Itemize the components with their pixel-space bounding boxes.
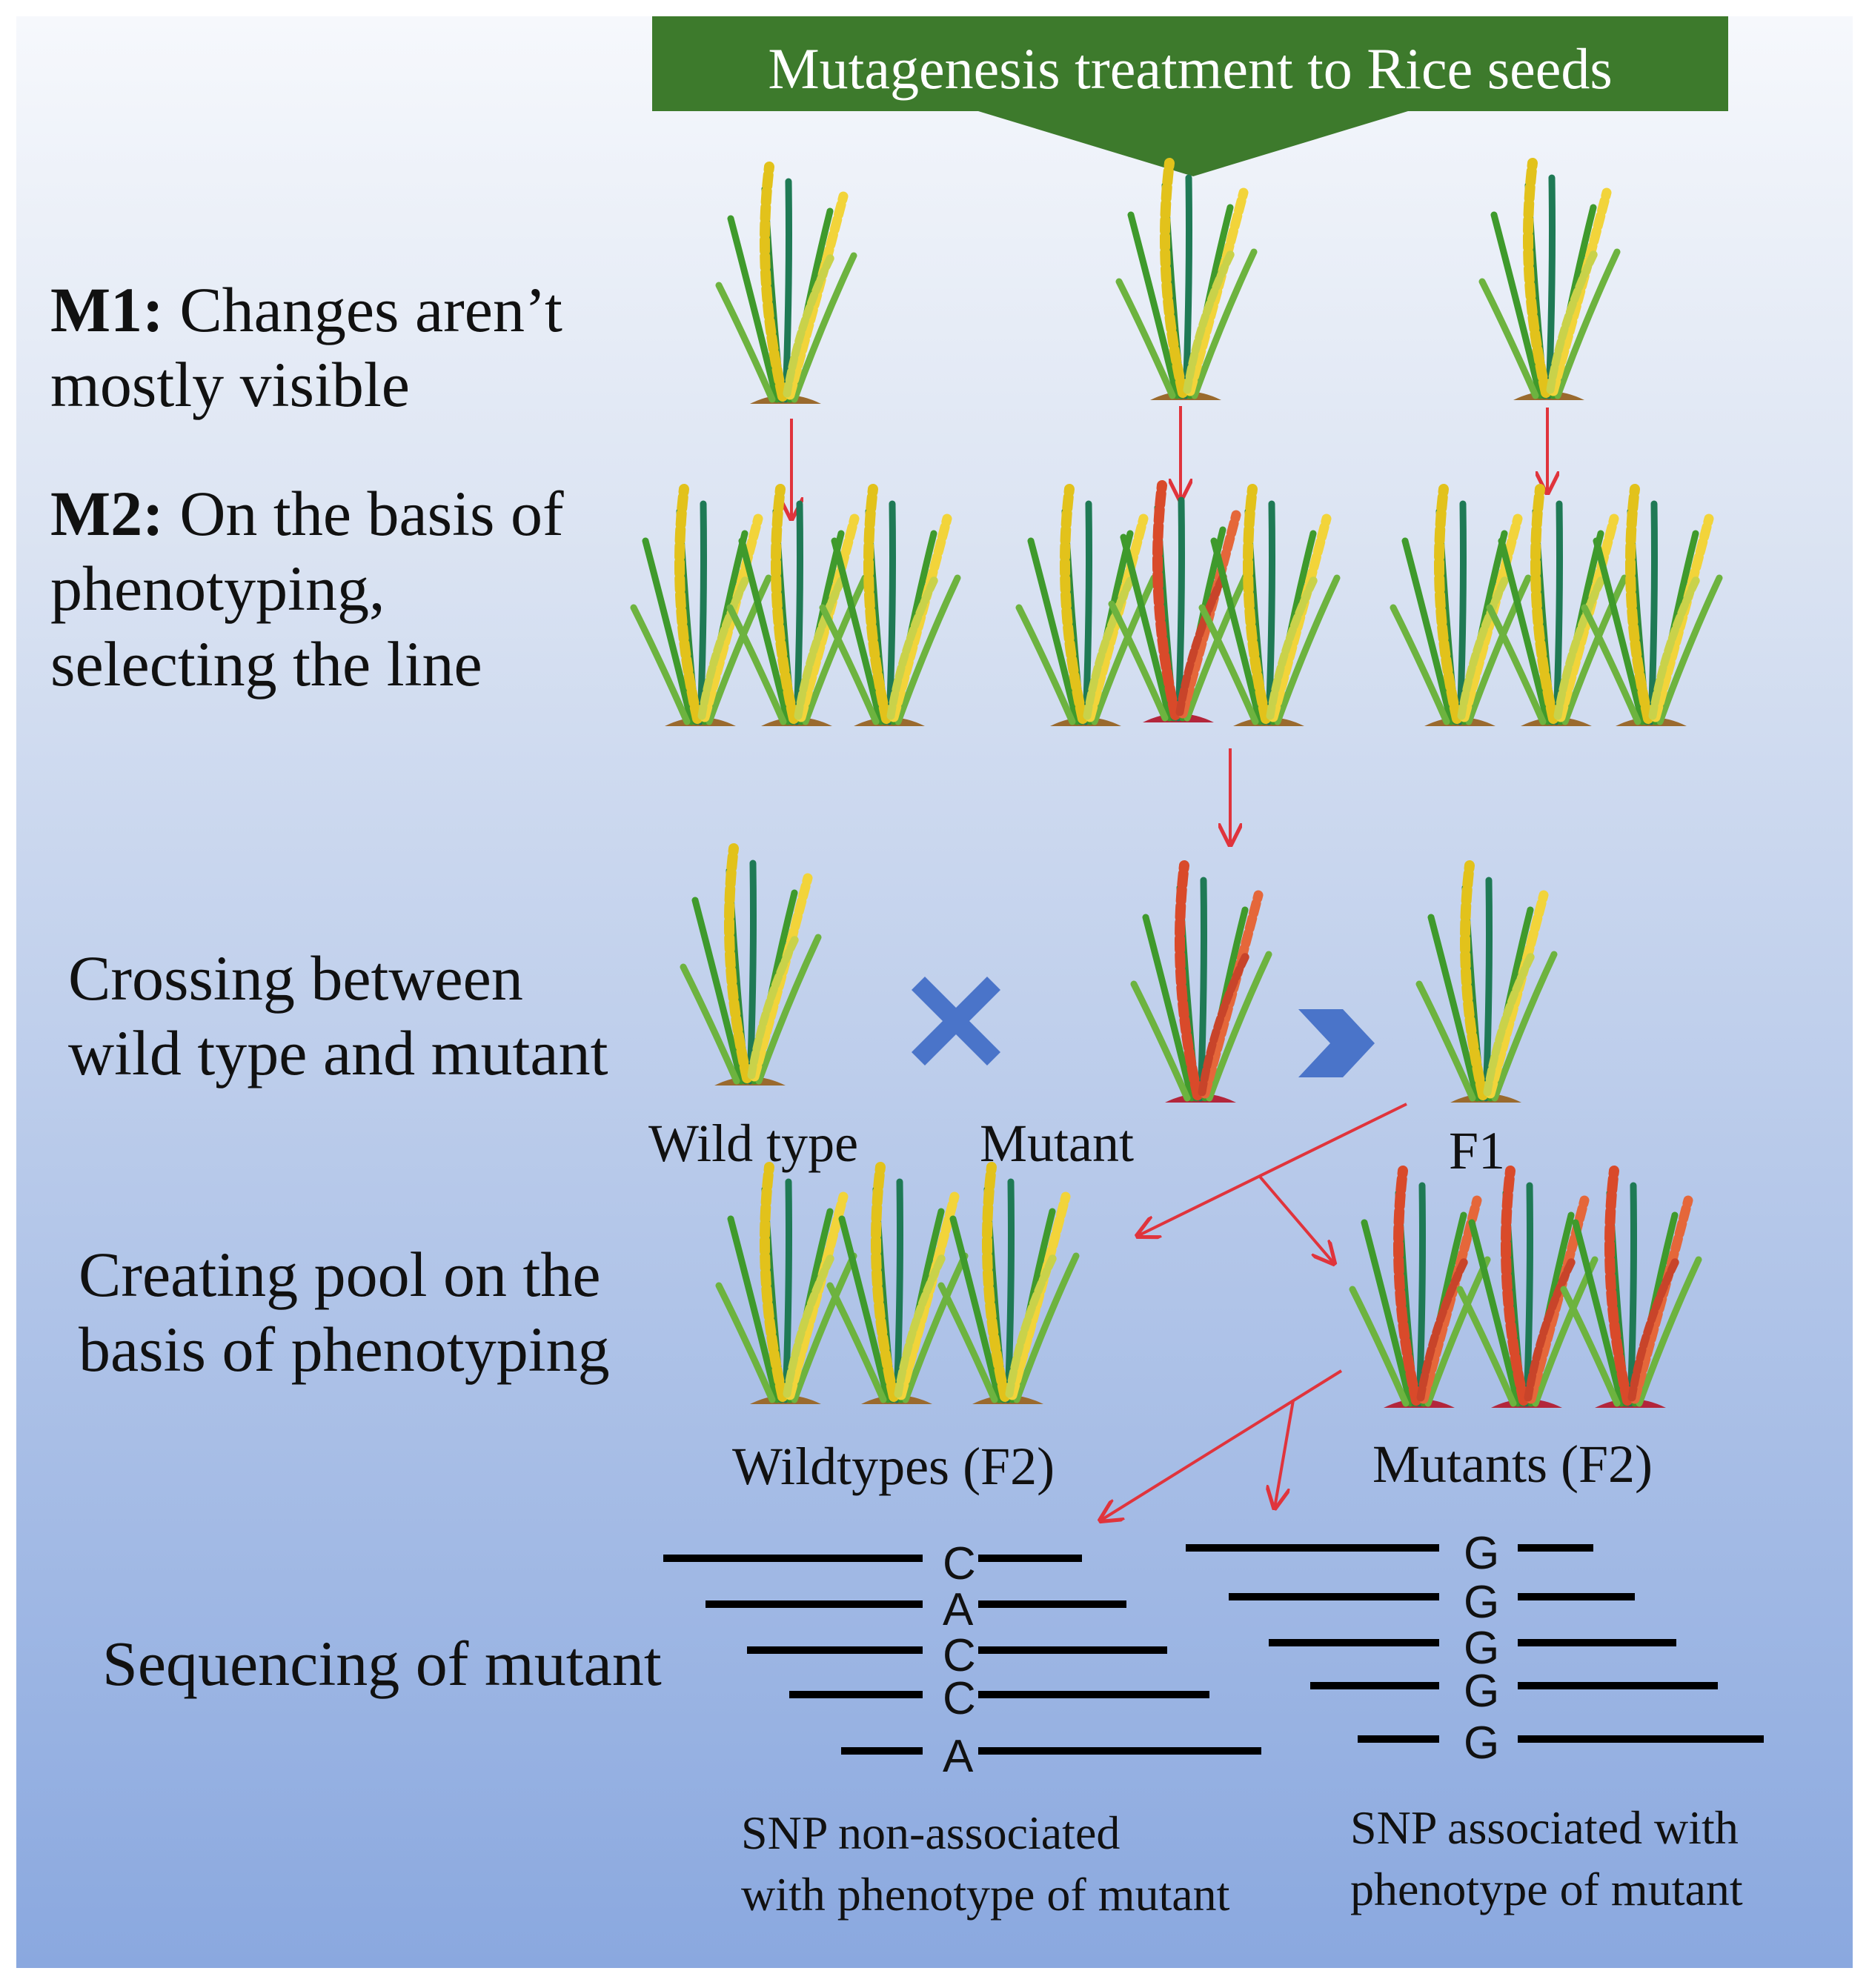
read-line	[1186, 1544, 1439, 1552]
snp-right-line1: SNP associated with	[1350, 1801, 1739, 1854]
read-line	[706, 1600, 923, 1608]
label-mutant: Mutant	[980, 1114, 1134, 1173]
read-line	[1518, 1593, 1635, 1600]
read-line	[1310, 1682, 1439, 1689]
step-m1-text: M1: Changes aren’t mostly visible	[50, 273, 562, 423]
cross-icon	[912, 977, 1000, 1066]
read-line	[978, 1555, 1082, 1562]
base-letter: G	[1464, 1623, 1500, 1674]
label-mutants-f2: Mutants (F2)	[1372, 1435, 1653, 1494]
base-letter: C	[943, 1673, 976, 1724]
read-line	[1518, 1639, 1676, 1646]
label-wild-type: Wild type	[648, 1114, 859, 1173]
read-line	[747, 1646, 923, 1654]
step-m1-label: M1:	[50, 274, 164, 345]
step-m1-line1: Changes aren’t	[179, 274, 562, 345]
read-line	[1518, 1682, 1718, 1689]
label-f1: F1	[1449, 1121, 1506, 1180]
base-letter: G	[1464, 1528, 1500, 1579]
base-letter: G	[1464, 1577, 1500, 1628]
step-pool-line2: basis of phenotyping	[79, 1314, 610, 1386]
read-line	[1518, 1544, 1593, 1552]
step-pool-text: Creating pool on the basis of phenotypin…	[79, 1237, 610, 1388]
base-letter: A	[943, 1731, 974, 1782]
arrow	[1101, 1369, 1343, 1520]
step-pool-line1: Creating pool on the	[79, 1239, 601, 1310]
read-line	[978, 1691, 1209, 1698]
base-letter: A	[943, 1584, 974, 1635]
arrow	[1258, 1175, 1334, 1263]
banner-title: Mutagenesis treatment to Rice seeds	[768, 36, 1613, 101]
arrow	[1138, 1103, 1407, 1236]
base-letter: G	[1464, 1666, 1500, 1717]
label-wildtypes-f2: Wildtypes (F2)	[732, 1437, 1055, 1496]
read-line	[978, 1646, 1167, 1654]
read-line	[1518, 1735, 1764, 1743]
read-line	[978, 1747, 1261, 1755]
step-m2-line3: selecting the line	[50, 628, 482, 699]
step-crossing-text: Crossing between wild type and mutant	[68, 941, 608, 1091]
snp-right-caption: SNP associated with phenotype of mutant	[1350, 1797, 1743, 1920]
read-line	[789, 1691, 923, 1698]
chevron-right-icon	[1298, 1009, 1375, 1077]
step-sequencing-text: Sequencing of mutant	[102, 1626, 662, 1701]
snp-right-line2: phenotype of mutant	[1350, 1863, 1743, 1916]
step-m2-label: M2:	[50, 478, 164, 549]
base-letter: C	[943, 1538, 976, 1589]
step-crossing-line2: wild type and mutant	[68, 1017, 608, 1089]
banner-shape	[652, 16, 1728, 176]
base-letter: C	[943, 1630, 976, 1681]
snp-left-line2: with phenotype of mutant	[741, 1868, 1230, 1921]
read-line	[1229, 1593, 1439, 1600]
base-letter: G	[1464, 1718, 1500, 1769]
snp-left-line1: SNP non-associated	[741, 1806, 1121, 1859]
read-line	[663, 1555, 923, 1562]
read-line	[978, 1600, 1126, 1608]
step-m2-text: M2: On the basis of phenotyping, selecti…	[50, 476, 564, 702]
read-line	[841, 1747, 923, 1755]
step-m1-line2: mostly visible	[50, 349, 410, 421]
step-m2-line2: phenotyping,	[50, 553, 385, 625]
read-line	[1358, 1735, 1439, 1743]
step-m2-line1: On the basis of	[179, 478, 564, 549]
read-line	[1269, 1639, 1439, 1646]
step-crossing-line1: Crossing between	[68, 943, 523, 1014]
arrow	[1275, 1400, 1295, 1508]
snp-left-caption: SNP non-associated with phenotype of mut…	[741, 1802, 1229, 1925]
step-sequencing-line1: Sequencing of mutant	[102, 1628, 662, 1699]
